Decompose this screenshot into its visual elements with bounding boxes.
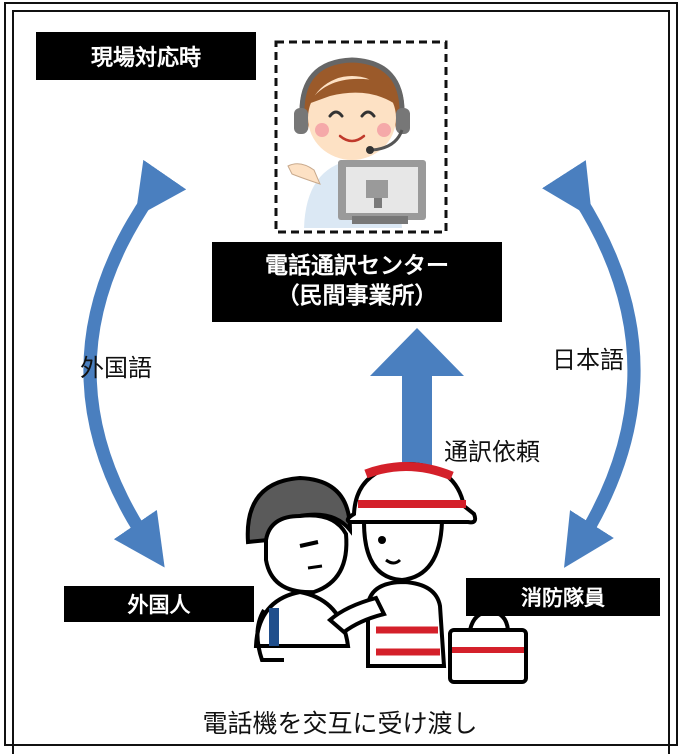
foreigner-label: 外国人 [64,586,254,622]
foreigner-icon [245,475,353,662]
left-double-arrow [83,159,187,568]
firefighter-icon [326,461,478,668]
center-label-line2: （民間事業所） [276,283,438,309]
outer-frame [4,2,678,754]
operator-dashed-box [274,40,448,234]
left-arrow-label: 外国語 [80,354,152,382]
firefighter-label: 消防隊員 [466,578,660,616]
right-double-arrow [542,160,641,568]
up-arrow-label: 通訳依頼 [444,438,540,466]
caption: 電話機を交互に受け渡し [202,709,478,738]
center-label: 電話通訳センター （民間事業所） [212,242,502,322]
scene-label: 現場対応時 [36,32,256,80]
center-label-line1: 電話通訳センター [265,253,449,280]
computer-monitor-icon [338,160,426,224]
right-arrow-label: 日本語 [552,346,624,374]
first-aid-box-icon [448,609,528,684]
